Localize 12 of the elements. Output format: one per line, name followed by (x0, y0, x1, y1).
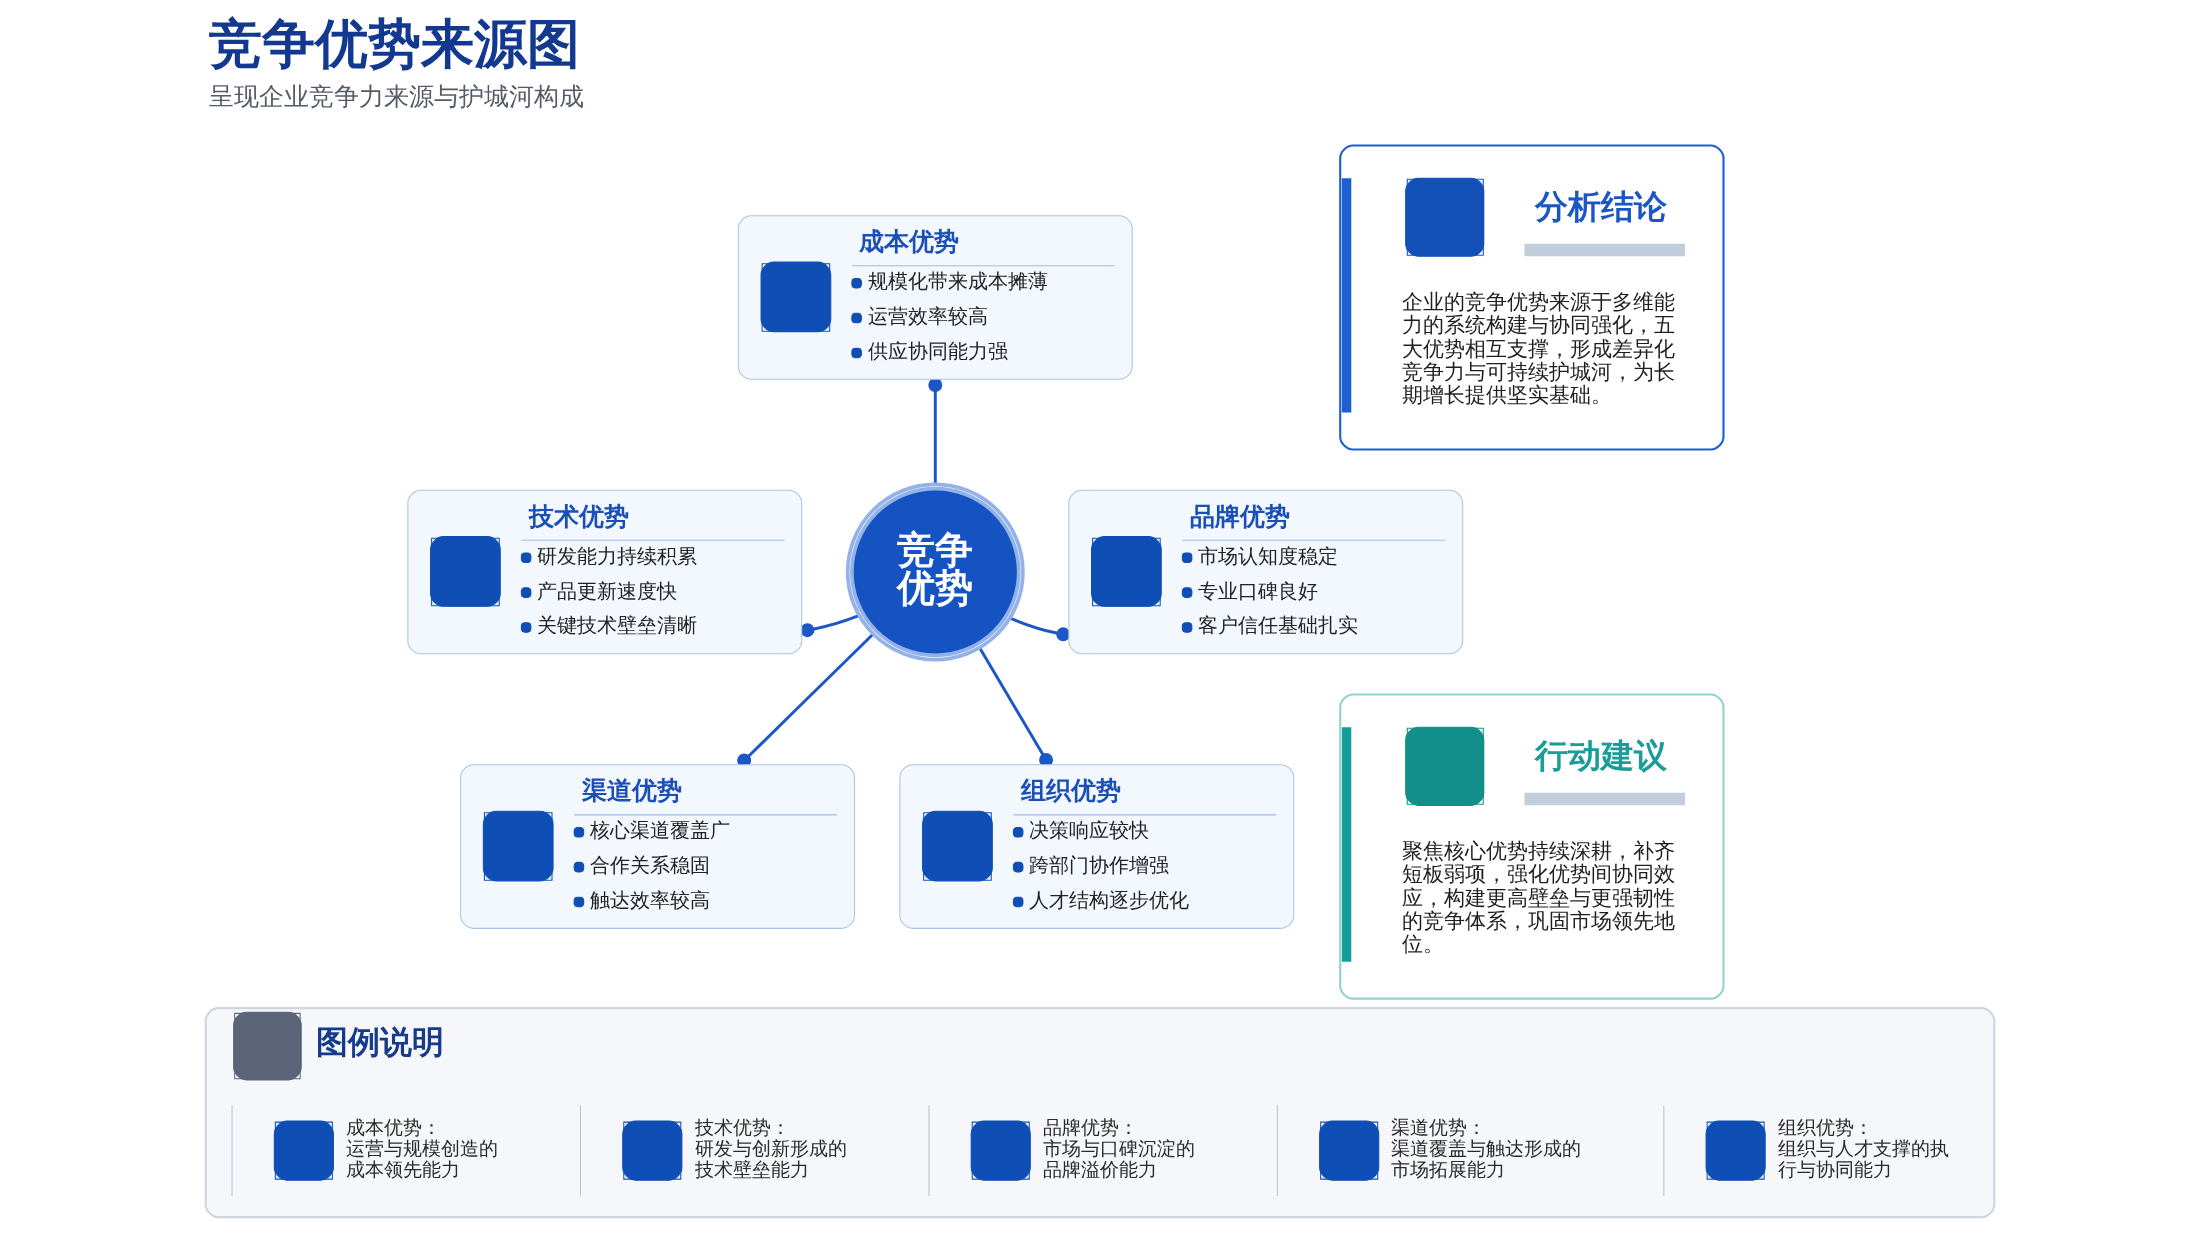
node-circle: 竞争优势 (845, 482, 1025, 662)
connector (1009, 616, 1071, 642)
connector (928, 378, 943, 485)
diagram-title: 竞争优势来源图 (209, 12, 581, 74)
legend-label: 成本优势：运营与规模创造的成本领先能力 (346, 1116, 499, 1181)
legend-label: 组织优势：组织与人才支撑的执行与协同能力 (1777, 1116, 1949, 1181)
legend-label: 品牌优势：市场与口碑沉淀的品牌溢价能力 (1042, 1116, 1195, 1181)
connector (800, 614, 860, 638)
connector (978, 647, 1054, 767)
legend-label: 渠道优势：渠道覆盖与触达形成的市场拓展能力 (1391, 1116, 1582, 1181)
legend-label: 技术优势：研发与创新形成的技术壁垒能力 (694, 1116, 847, 1181)
caption: 呈现企业竞争力来源与护城河构成 (209, 81, 585, 111)
